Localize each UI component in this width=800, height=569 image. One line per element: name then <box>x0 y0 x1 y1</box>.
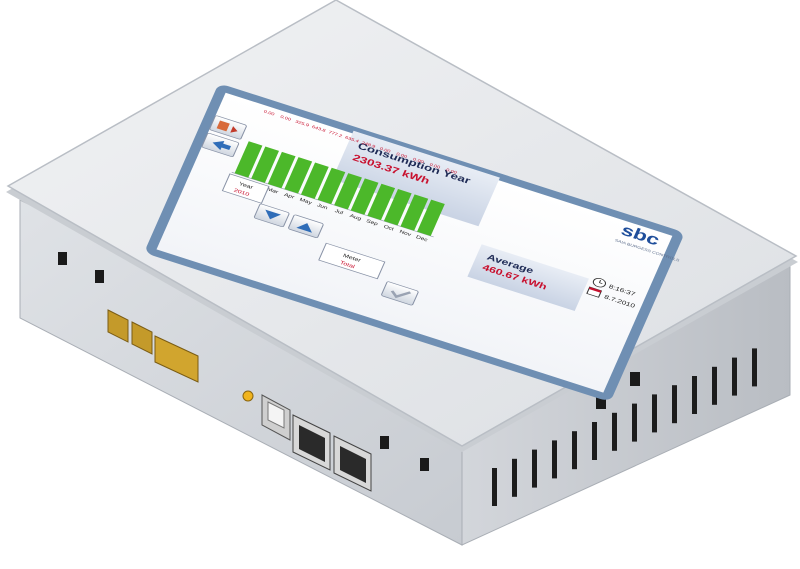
chart-tick-label: Nov <box>398 230 411 238</box>
vent-slot <box>492 468 497 506</box>
ethernet-port-icon[interactable] <box>292 414 331 471</box>
vent-slot <box>632 403 637 442</box>
left-side-details <box>58 252 429 492</box>
terminal-connector[interactable] <box>154 335 199 383</box>
chart-value-label: 325.9 <box>294 119 310 128</box>
average-box <box>467 244 589 312</box>
back-button[interactable] <box>201 132 240 157</box>
usb-port-icon[interactable] <box>261 394 291 441</box>
chart-bar-jun <box>317 167 346 205</box>
year-down-button[interactable] <box>253 203 290 228</box>
exit-button[interactable] <box>209 115 247 140</box>
chart-value-label: 777.2 <box>328 130 344 139</box>
chart-bar-feb <box>251 146 279 183</box>
vent-slot <box>596 395 606 409</box>
meter-value: Total <box>339 260 356 270</box>
terminal-connector[interactable] <box>107 309 129 343</box>
chart-bar-jan <box>234 141 263 178</box>
meter-selector[interactable] <box>318 242 386 280</box>
year-label: Year <box>238 181 254 191</box>
vent-slot <box>692 376 697 414</box>
chart-value-label: 0.00 <box>429 162 442 170</box>
year-up-button[interactable] <box>288 214 324 238</box>
chart-tick-label: Apr <box>283 193 295 201</box>
vent-slot <box>420 458 429 471</box>
chart-tick-label: Mar <box>266 187 279 195</box>
chart-value-label: 0.00 <box>279 115 292 123</box>
vent-slot <box>572 431 577 470</box>
up-arrow-icon <box>296 223 312 233</box>
chart-tick-label: May <box>299 198 313 206</box>
chart-bar-may <box>300 162 329 199</box>
calendar-icon <box>586 286 603 298</box>
terminal-connector[interactable] <box>131 321 153 355</box>
chart-value-label: 0.00 <box>412 157 425 165</box>
chart-value-label: 635.4 <box>344 135 360 144</box>
clock-icon <box>592 278 607 288</box>
checkmark-icon <box>390 290 412 299</box>
chart-bar-dec <box>417 199 445 237</box>
consumption-chart: Jan0.00Feb0.00Mar325.9Apr643.8May777.2Ju… <box>231 109 458 243</box>
chart-value-label: 248.9 <box>361 141 377 150</box>
ethernet-port-icon[interactable] <box>333 435 372 492</box>
vent-slot <box>612 412 617 451</box>
vent-slot <box>652 394 657 433</box>
vent-slot <box>732 357 737 396</box>
chart-bar-apr <box>284 157 313 194</box>
vent-slot <box>95 270 104 283</box>
chart-tick-label: Jul <box>334 209 344 216</box>
chart-baseline <box>231 171 434 238</box>
chart-value-label: 0.00 <box>263 109 276 117</box>
chart-value-label: 643.8 <box>311 125 327 134</box>
vent-slot <box>552 440 557 479</box>
chart-bar-sep <box>367 183 396 221</box>
chart-bar-mar <box>267 151 296 189</box>
chart-value-label: 0.00 <box>379 146 392 154</box>
chart-tick-label: Aug <box>349 214 362 222</box>
year-selector[interactable] <box>221 173 270 204</box>
chart-tick-label: Oct <box>383 225 395 233</box>
vent-slot <box>630 372 640 386</box>
chart-bar-oct <box>383 189 412 226</box>
vent-slot <box>380 436 389 449</box>
year-value: 2010 <box>233 188 251 198</box>
vent-slot <box>672 385 677 424</box>
chart-value-label: 0.00 <box>395 152 408 160</box>
status-led <box>242 390 254 402</box>
vent-slot <box>512 458 517 497</box>
exit-arrow-icon <box>216 120 238 133</box>
vent-slot <box>712 366 717 405</box>
vent-slot <box>58 252 67 265</box>
vent-slot <box>532 449 537 488</box>
chart-bar-aug <box>350 178 379 215</box>
meter-label: Meter <box>342 253 362 264</box>
vent-slot <box>752 348 757 387</box>
chart-value-label: 0.00 <box>445 168 458 176</box>
chart-bar-nov <box>400 194 429 231</box>
back-arrow-icon <box>212 141 231 151</box>
vent-slot <box>592 422 597 460</box>
right-side-vents <box>492 348 757 506</box>
chart-tick-label: Sep <box>365 219 378 227</box>
header-box <box>332 130 500 227</box>
touch-screen[interactable]: Consumption Year 2303.37 kWh Average 460… <box>144 83 691 404</box>
chart-bar-jul <box>334 173 362 210</box>
down-arrow-icon <box>265 209 281 220</box>
chart-tick-label: Dec <box>415 235 428 243</box>
confirm-button[interactable] <box>381 281 419 306</box>
chart-tick-label: Jun <box>316 203 328 211</box>
